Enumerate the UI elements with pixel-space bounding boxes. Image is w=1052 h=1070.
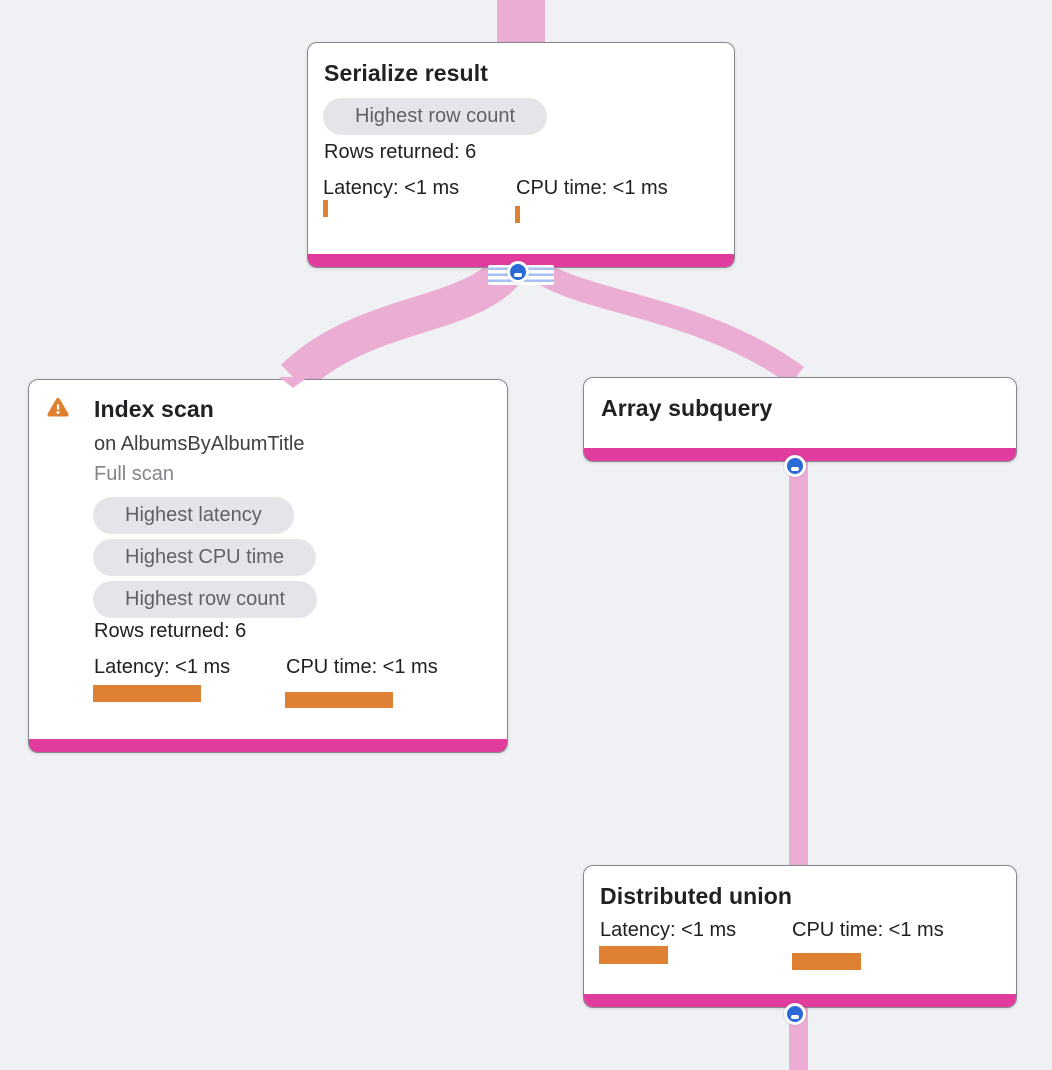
rows-returned-label: Rows returned: 6	[324, 141, 477, 163]
latency-bar	[93, 685, 201, 702]
cpu-time-bar	[515, 206, 520, 223]
node-array-subquery[interactable]: Array subquery	[583, 377, 1017, 462]
edge-array-subquery-to-distributed-union	[789, 455, 808, 870]
badge-highest-row-count: Highest row count	[323, 98, 548, 135]
rows-returned-label: Rows returned: 6	[94, 620, 247, 642]
node-title: Serialize result	[324, 60, 488, 86]
minus-icon	[791, 467, 799, 471]
node-index-scan[interactable]: Index scan on AlbumsByAlbumTitle Full sc…	[28, 379, 508, 753]
collapse-button-array-subquery[interactable]	[784, 455, 806, 477]
node-title: Array subquery	[601, 395, 773, 421]
cpu-time-label: CPU time: <1 ms	[286, 656, 438, 678]
edge-parent-to-serialize-result	[497, 0, 545, 44]
badge-highest-row-count: Highest row count	[93, 581, 318, 618]
node-accent-bar	[308, 254, 734, 267]
node-title: Distributed union	[600, 883, 793, 909]
node-accent-bar	[584, 448, 1016, 461]
cpu-time-bar	[285, 692, 393, 708]
collapse-button-distributed-union[interactable]	[784, 1003, 806, 1025]
latency-label: Latency: <1 ms	[323, 177, 460, 199]
edge-serialize-result-to-index-scan	[281, 248, 532, 392]
latency-bar	[599, 946, 668, 964]
collapse-button-serialize-result[interactable]	[507, 261, 529, 283]
latency-label: Latency: <1 ms	[600, 919, 737, 941]
cpu-time-label: CPU time: <1 ms	[516, 177, 668, 199]
index-name-label: on AlbumsByAlbumTitle	[94, 433, 305, 455]
badge-highest-latency: Highest latency	[93, 497, 294, 534]
warning-icon	[47, 398, 69, 417]
node-title: Index scan	[94, 396, 214, 422]
node-serialize-result[interactable]: Serialize result Highest row count Rows …	[307, 42, 735, 268]
latency-bar	[323, 200, 328, 217]
badge-highest-cpu-time: Highest CPU time	[93, 539, 316, 576]
minus-icon	[791, 1015, 799, 1019]
latency-label: Latency: <1 ms	[94, 656, 231, 678]
cpu-time-bar	[792, 953, 861, 970]
node-accent-bar	[584, 994, 1016, 1007]
edge-serialize-result-to-array-subquery	[516, 250, 804, 386]
cpu-time-label: CPU time: <1 ms	[792, 919, 944, 941]
scan-type-label: Full scan	[94, 463, 175, 485]
minus-icon	[514, 273, 522, 277]
node-accent-bar	[29, 739, 507, 752]
node-distributed-union[interactable]: Distributed union Latency: <1 ms CPU tim…	[583, 865, 1017, 1008]
